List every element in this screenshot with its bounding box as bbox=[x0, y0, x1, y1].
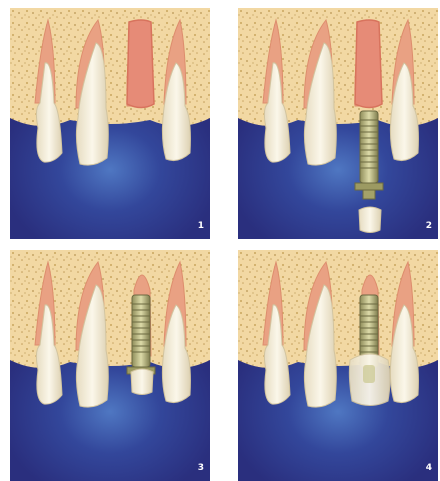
implant-screw bbox=[360, 275, 379, 367]
step-panel-2: 2 bbox=[238, 8, 438, 239]
socket-gum bbox=[355, 20, 382, 108]
visible-abutment bbox=[363, 365, 375, 383]
implant-step-3-illustration bbox=[10, 250, 210, 481]
implant-step-4-illustration bbox=[238, 250, 438, 481]
implant-screw bbox=[355, 111, 383, 199]
step-number: 2 bbox=[426, 221, 432, 231]
abutment-crown-piece bbox=[359, 207, 381, 233]
step-number: 4 bbox=[426, 463, 432, 473]
implant-step-2-illustration bbox=[238, 8, 438, 239]
step-number: 3 bbox=[198, 463, 204, 473]
empty-socket-gum bbox=[127, 20, 154, 108]
abutment-crown-piece bbox=[131, 369, 153, 395]
step-panel-3: 3 bbox=[10, 250, 210, 481]
step-panel-1: 1 bbox=[10, 8, 210, 239]
step-panel-4: 4 bbox=[238, 250, 438, 481]
step-number: 1 bbox=[198, 221, 204, 231]
implant-step-1-illustration bbox=[10, 8, 210, 239]
